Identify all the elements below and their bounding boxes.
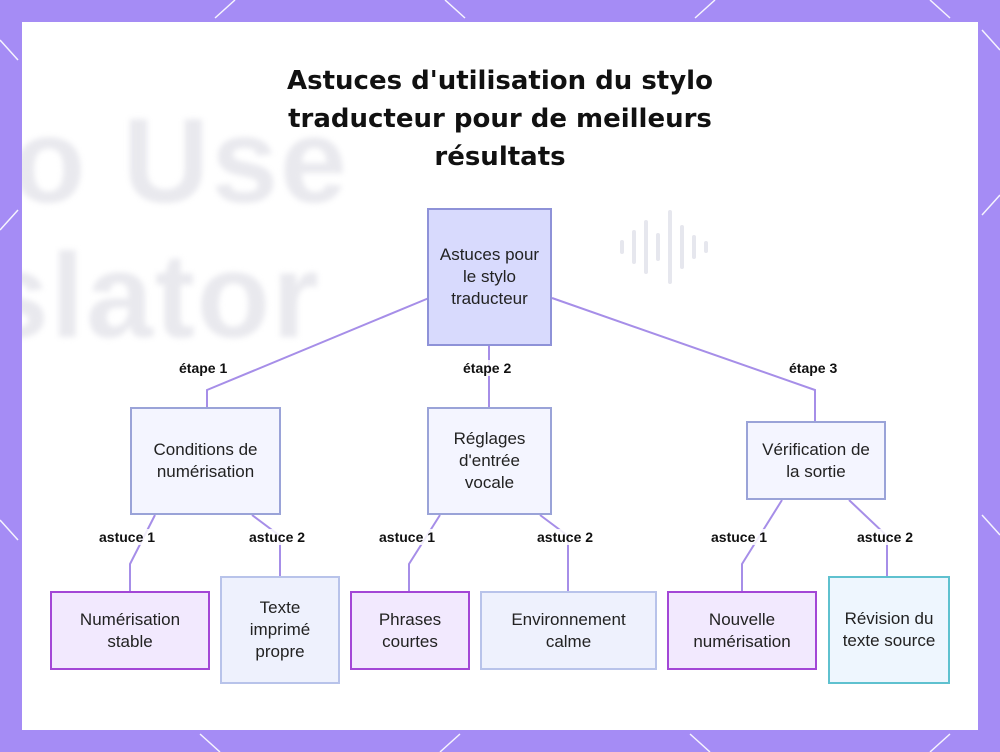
edge-root-step1 [206,297,430,408]
edge-label-step2: étape 2 [460,360,515,376]
node-tip-clean-print: Texte imprimé propre [220,576,340,684]
node-tip-quiet-environment: Environnement calme [480,591,657,670]
node-tip-short-sentences: Phrases courtes [350,591,470,670]
edge-root-step3 [551,297,816,422]
edge-label-tip1-1: astuce 1 [96,529,159,545]
edge-label-tip3-1: astuce 1 [708,529,771,545]
node-root: Astuces pour le stylo traducteur [427,208,552,346]
node-tip-rescan: Nouvelle numérisation [667,591,817,670]
node-step-1: Conditions de numérisation [130,407,281,515]
edge-label-tip2-2: astuce 2 [534,529,597,545]
edge-label-tip1-2: astuce 2 [246,529,309,545]
node-step-2: Réglages d'entrée vocale [427,407,552,515]
edge-step2-tip1 [408,514,441,592]
edge-label-tip2-1: astuce 1 [376,529,439,545]
edge-step1-tip2 [251,514,281,577]
edge-step3-tip1 [741,499,783,592]
node-tip-review-source: Révision du texte source [828,576,950,684]
edge-label-tip3-2: astuce 2 [854,529,917,545]
edge-label-step3: étape 3 [786,360,841,376]
edge-step1-tip1 [129,514,156,592]
edge-label-step1: étape 1 [176,360,231,376]
diagram-title: Astuces d'utilisation du stylo traducteu… [287,66,713,172]
diagram-panel: o Use slator Astuces d'utilisation du st… [22,22,978,730]
edge-step2-tip2 [539,514,569,592]
node-step-3: Vérification de la sortie [746,421,886,500]
node-tip-stable-scan: Numérisation stable [50,591,210,670]
